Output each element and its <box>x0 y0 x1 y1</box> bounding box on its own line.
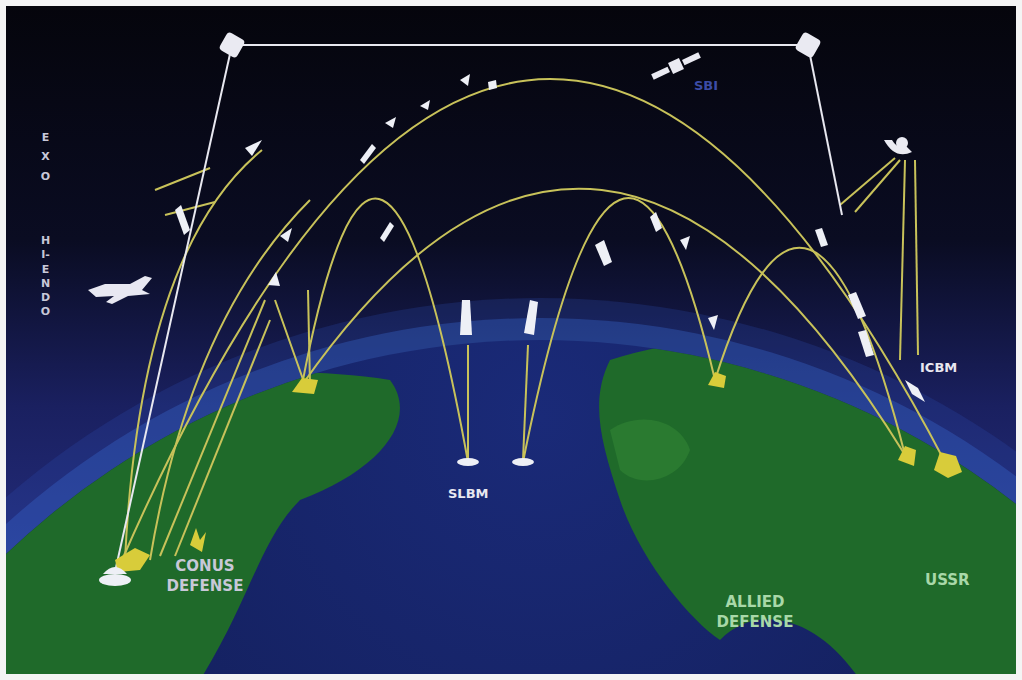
warhead <box>420 100 430 110</box>
satellite <box>218 31 245 58</box>
atmosphere-outer <box>6 298 1016 674</box>
weapon-label: SBI <box>694 78 718 94</box>
rv-dash <box>650 212 662 232</box>
launch-site <box>898 446 916 466</box>
sensor-links <box>115 45 842 572</box>
submarine <box>512 458 534 466</box>
scene <box>6 6 1016 674</box>
warhead <box>280 228 292 242</box>
ground-stations <box>99 458 534 586</box>
intercept-burst <box>190 528 206 552</box>
missile-label: SLBM <box>448 486 489 502</box>
rv-dash <box>380 222 394 242</box>
aircraft <box>88 276 152 304</box>
region-label: ALLIED DEFENSE <box>700 592 810 633</box>
satellite-link <box>232 44 808 46</box>
missiles <box>175 74 925 402</box>
trajectory <box>715 248 905 455</box>
warhead <box>245 140 262 156</box>
warhead <box>268 272 280 286</box>
continents <box>6 338 1016 674</box>
rv-dash <box>360 144 376 164</box>
continent-east <box>599 338 1016 674</box>
laser-beam <box>900 160 905 360</box>
intercept-path <box>165 202 215 215</box>
solar-panel <box>651 67 670 80</box>
launch-site <box>934 452 962 478</box>
missile-label: ICBM <box>920 360 957 376</box>
altitude-label: HI-ENDO <box>40 234 51 320</box>
launch-path <box>523 345 528 460</box>
warhead <box>488 80 497 90</box>
interceptor <box>175 205 190 235</box>
warhead <box>460 74 470 86</box>
warhead <box>680 236 690 250</box>
solar-panel <box>682 52 701 65</box>
ground-sites <box>115 372 962 572</box>
continent-west <box>6 372 400 674</box>
satellite <box>794 31 821 58</box>
icbm-trajectory <box>302 189 905 455</box>
atmosphere-glow <box>6 318 1016 674</box>
satellites <box>218 31 912 154</box>
interceptor-path <box>275 300 305 385</box>
land-patch <box>610 420 690 481</box>
slbm-missile <box>524 300 538 335</box>
slbm-trajectory <box>523 198 715 462</box>
launch-site <box>708 372 726 388</box>
radar-dish <box>103 567 127 574</box>
interceptor-path <box>308 290 310 385</box>
region-label: CONUS DEFENSE <box>150 556 260 597</box>
launch-site <box>292 378 318 394</box>
trajectories <box>122 79 945 560</box>
missile <box>858 330 874 357</box>
satellite-link <box>808 45 842 215</box>
interceptor-path <box>150 200 310 560</box>
interceptor-path <box>160 300 265 556</box>
laser-beam <box>915 160 918 355</box>
submarine <box>457 458 479 466</box>
region-label: USSR <box>925 571 970 589</box>
satellite <box>650 50 702 83</box>
missile <box>848 292 866 319</box>
rv-dash <box>595 240 612 266</box>
missile <box>815 228 828 247</box>
interceptor-path <box>175 320 270 556</box>
warhead <box>708 315 718 330</box>
satellite-body <box>668 58 684 74</box>
icbm-trajectory <box>122 79 945 560</box>
laser-satellite <box>896 137 908 149</box>
altitude-label: EXO <box>40 128 51 186</box>
laser-beam <box>855 160 900 212</box>
slbm-missile <box>460 300 472 335</box>
satellite-link <box>115 45 232 572</box>
slbm-trajectory <box>302 199 468 462</box>
missile <box>905 380 925 402</box>
radar-dish <box>99 574 131 586</box>
launch-path <box>467 345 469 460</box>
warhead <box>385 117 396 128</box>
